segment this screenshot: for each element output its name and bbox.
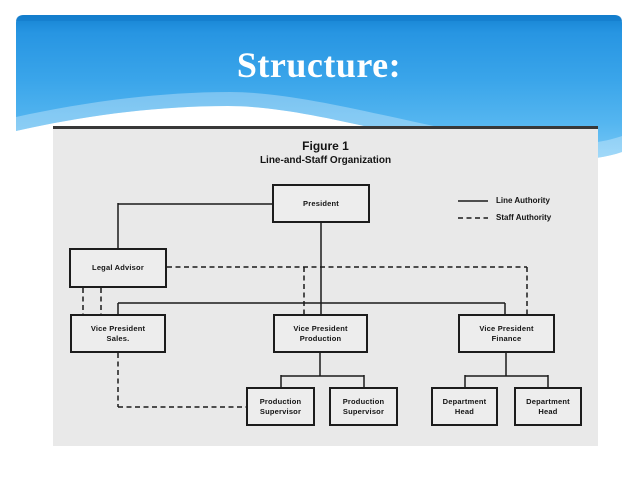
node-label: Vice President (293, 324, 348, 333)
node-department-head-2: Department Head (514, 387, 582, 426)
node-label: Production (259, 397, 302, 406)
node-vp-production: Vice President Production (273, 314, 368, 353)
legend-staff-authority-label: Staff Authority (496, 213, 552, 222)
node-label: Finance (491, 333, 522, 343)
node-label: Vice President (90, 324, 146, 333)
node-vp-sales: Vice President Sales. (70, 314, 166, 353)
node-label: Department (442, 397, 487, 406)
staff-authority-connectors (82, 266, 528, 408)
node-president: President (272, 184, 370, 223)
header-top-shade (16, 15, 622, 21)
header-gradient-shape (16, 15, 622, 160)
node-label: Head (538, 406, 558, 416)
solid-line-sample-icon (458, 199, 488, 202)
node-legal-advisor: Legal Advisor (69, 248, 167, 288)
legend-line-authority: Line Authority (458, 196, 550, 205)
node-label: Vice President (479, 324, 534, 333)
legend-staff-authority: Staff Authority (458, 213, 551, 222)
figure-subtitle: Line-and-Staff Organization (259, 155, 392, 166)
node-label: Head (454, 406, 475, 416)
node-label: Legal Advisor (92, 263, 144, 273)
line-authority-connectors (117, 203, 549, 387)
node-vp-finance: Vice President Finance (458, 314, 555, 353)
node-department-head-1: Department Head (431, 387, 498, 426)
node-label: Production (342, 397, 385, 406)
node-production-supervisor-1: Production Supervisor (246, 387, 315, 426)
node-production-supervisor-2: Production Supervisor (329, 387, 398, 426)
slide-title: Structure: (236, 45, 402, 85)
node-label: Supervisor (342, 406, 385, 416)
node-label: President (303, 198, 339, 208)
legend-line-authority-label: Line Authority (496, 196, 550, 205)
node-label: Department (526, 397, 570, 406)
node-label: Supervisor (259, 406, 302, 416)
figure-title: Figure 1 (302, 139, 349, 153)
node-label: Sales. (106, 333, 130, 343)
node-label: Production (299, 333, 342, 343)
dashed-line-sample-icon (458, 216, 488, 219)
